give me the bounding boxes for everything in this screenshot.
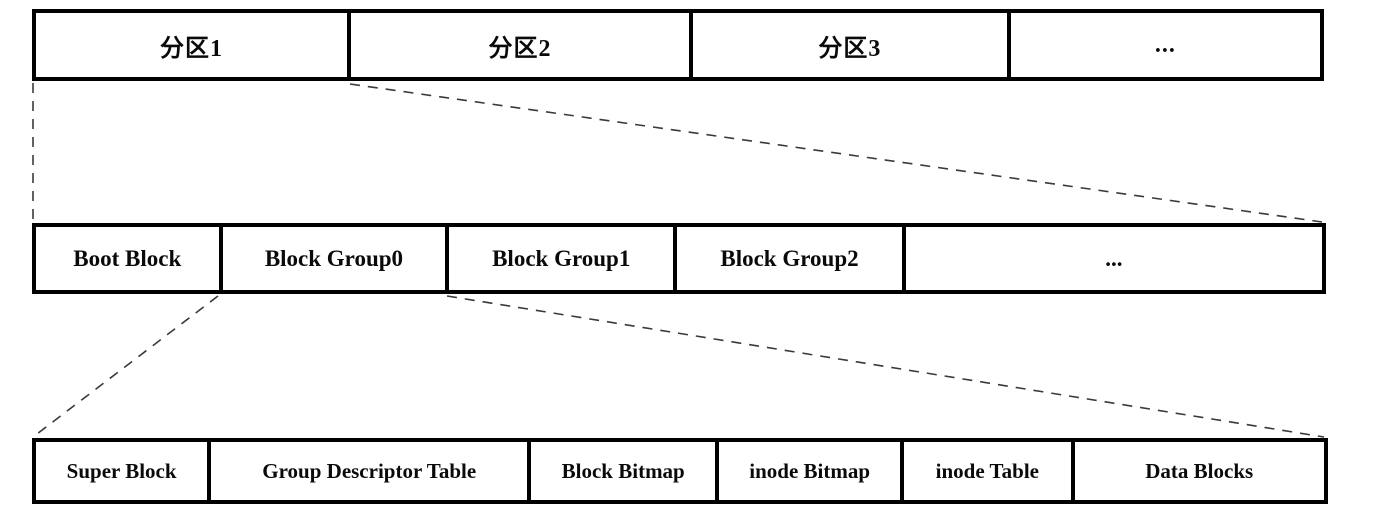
partition-2-box: 分区2	[351, 13, 693, 77]
partitions-row: 分区1 分区2 分区3 ...	[32, 9, 1324, 81]
inode-table-box: inode Table	[904, 442, 1075, 500]
block-group2-box: Block Group2	[677, 227, 906, 290]
blockgroup0-left-connector-line	[32, 295, 219, 438]
partition-3-box: 分区3	[693, 13, 1011, 77]
block-group0-box: Block Group0	[223, 227, 450, 290]
inode-bitmap-box: inode Bitmap	[719, 442, 905, 500]
data-blocks-box: Data Blocks	[1145, 458, 1254, 483]
super-block-box: Super Block	[36, 442, 212, 500]
block-bitmap-box: Block Bitmap	[531, 442, 720, 500]
block-groups-row: Boot Block Block Group0 Block Group1 Blo…	[32, 223, 1326, 294]
group-internals-row: Super Block Group Descriptor Table Block…	[32, 438, 1328, 504]
blockgroup0-right-connector-line	[446, 295, 1325, 438]
partition1-right-connector-line	[349, 83, 1323, 223]
block-group-ellipsis-box: ...	[1105, 245, 1123, 271]
boot-block-box: Boot Block	[36, 227, 223, 290]
partition-1-box: 分区1	[36, 13, 352, 77]
partition-ellipsis-box: ...	[1154, 31, 1176, 58]
group-descriptor-table-box: Group Descriptor Table	[211, 442, 532, 500]
block-group1-box: Block Group1	[449, 227, 678, 290]
